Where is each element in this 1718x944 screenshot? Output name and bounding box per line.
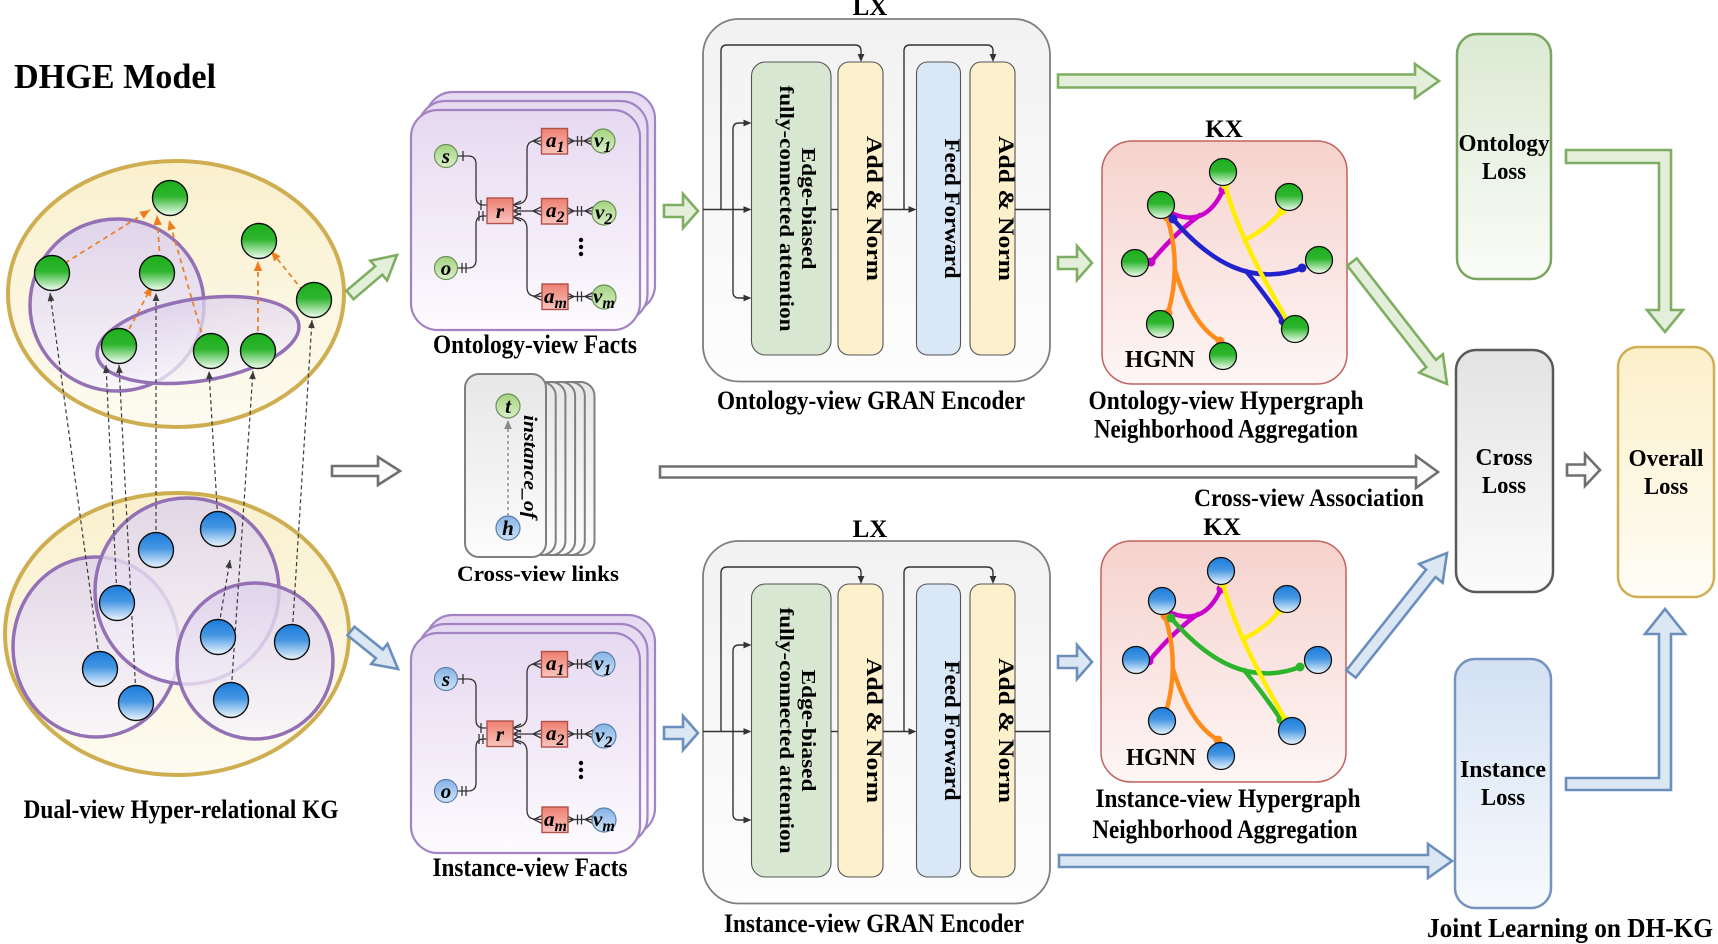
svg-text:LX: LX [853, 0, 888, 21]
svg-text:Neighborhood Aggregation: Neighborhood Aggregation [1093, 815, 1358, 844]
svg-text:Cross-view links: Cross-view links [457, 561, 619, 586]
svg-text:Loss: Loss [1482, 159, 1526, 185]
svg-text:Instance-view Hypergraph: Instance-view Hypergraph [1096, 784, 1361, 813]
svg-text:Instance: Instance [1460, 757, 1546, 783]
svg-text:Feed Forward: Feed Forward [940, 139, 965, 279]
svg-text:Cross-view Association: Cross-view Association [1194, 485, 1424, 512]
svg-text:s: s [441, 144, 450, 168]
svg-text:Cross: Cross [1476, 445, 1533, 471]
svg-text:Loss: Loss [1482, 473, 1526, 499]
svg-text:Add & Norm: Add & Norm [862, 136, 887, 281]
svg-text:Add & Norm: Add & Norm [994, 136, 1019, 281]
svg-text:Ontology-view Hypergraph: Ontology-view Hypergraph [1089, 386, 1364, 415]
svg-text:t: t [505, 394, 512, 418]
svg-text:Joint Learning on DH-KG: Joint Learning on DH-KG [1427, 913, 1713, 943]
svg-text:Neighborhood Aggregation: Neighborhood Aggregation [1094, 415, 1358, 444]
svg-text:instance_of: instance_of [519, 415, 540, 521]
svg-text:s: s [441, 667, 450, 691]
svg-text:Edge-biased: Edge-biased [797, 148, 819, 270]
svg-text:Ontology-view Facts: Ontology-view Facts [433, 330, 637, 359]
svg-text:fully-connected attention: fully-connected attention [775, 86, 797, 332]
svg-text:Overall: Overall [1629, 446, 1704, 472]
svg-text:KX: KX [1205, 116, 1243, 143]
svg-text:Ontology: Ontology [1459, 131, 1550, 157]
svg-text:o: o [441, 779, 452, 803]
svg-text:r: r [496, 722, 505, 746]
svg-text:Ontology-view GRAN Encoder: Ontology-view GRAN Encoder [717, 386, 1025, 415]
svg-text:KX: KX [1203, 514, 1241, 541]
svg-text:HGNN: HGNN [1125, 347, 1196, 373]
svg-text:Instance-view GRAN Encoder: Instance-view GRAN Encoder [724, 909, 1024, 938]
svg-text:Loss: Loss [1481, 785, 1525, 811]
svg-text:o: o [441, 256, 452, 280]
svg-text:Loss: Loss [1644, 474, 1688, 500]
svg-text:Dual-view Hyper-relational KG: Dual-view Hyper-relational KG [24, 795, 339, 824]
svg-text:Instance-view Facts: Instance-view Facts [433, 853, 628, 882]
svg-text:HGNN: HGNN [1126, 745, 1197, 771]
svg-text:DHGE Model: DHGE Model [14, 57, 216, 96]
svg-text:r: r [496, 199, 505, 223]
svg-text:h: h [502, 516, 514, 540]
